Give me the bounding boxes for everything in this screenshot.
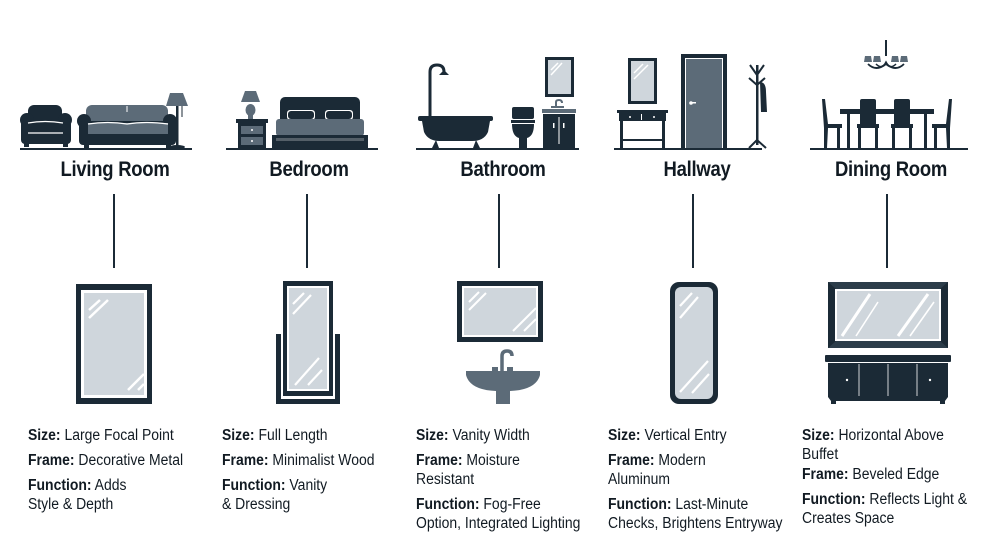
coat-rack-icon bbox=[748, 64, 767, 149]
room-column-bathroom: Bathroom Size: Vanity Width Frame: Moist… bbox=[406, 0, 600, 545]
spec-size: Size: Vertical Entry bbox=[608, 427, 727, 444]
bathroom-mirror bbox=[406, 272, 600, 408]
small-mirror-icon bbox=[545, 57, 574, 97]
vanity-cabinet-icon bbox=[542, 98, 576, 148]
floor-line bbox=[20, 148, 192, 150]
spec-function: Function: Fog-Free Option, Integrated Li… bbox=[416, 496, 581, 532]
spec-size: Size: Large Focal Point bbox=[28, 427, 174, 444]
connector-line bbox=[498, 194, 500, 268]
bathroom-scene bbox=[406, 40, 600, 152]
armchair-icon bbox=[20, 105, 72, 147]
dining-room-scene bbox=[794, 40, 988, 152]
vanity-mirror-with-sink-icon bbox=[457, 281, 543, 404]
spec-size: Size: Full Length bbox=[222, 427, 328, 444]
living-room-mirror bbox=[18, 272, 212, 408]
living-room-scene bbox=[18, 40, 212, 152]
floor-line bbox=[810, 148, 968, 150]
room-specs: Size: Large Focal Point Frame: Decorativ… bbox=[28, 426, 186, 520]
spec-frame: Frame: Decorative Metal bbox=[28, 452, 184, 469]
hallway-scene bbox=[600, 40, 794, 152]
standing-cheval-mirror-icon bbox=[276, 281, 340, 404]
dining-chairs-icon bbox=[822, 99, 952, 148]
spec-frame: Frame: Modern Aluminum bbox=[608, 452, 706, 488]
console-table-icon bbox=[617, 110, 668, 148]
room-title: Bathroom bbox=[460, 158, 546, 181]
chandelier-icon bbox=[864, 40, 908, 69]
bathtub-shower-icon bbox=[418, 63, 493, 148]
spec-size: Size: Horizontal Above Buffet bbox=[802, 427, 944, 463]
bedroom-mirror bbox=[212, 272, 406, 408]
dining-room-mirror bbox=[794, 272, 988, 408]
room-title: Hallway bbox=[663, 158, 731, 181]
hallway-mirror bbox=[600, 272, 794, 408]
connector-line bbox=[306, 194, 308, 268]
beveled-mirror-above-buffet-icon bbox=[825, 282, 951, 404]
toilet-icon bbox=[511, 107, 535, 148]
room-title: Dining Room bbox=[834, 158, 948, 181]
room-title: Bedroom bbox=[269, 158, 349, 181]
spec-function: Function: Vanity & Dressing bbox=[222, 477, 328, 513]
room-column-living-room: Living Room Size: Large Focal Point Fram… bbox=[18, 0, 212, 545]
spec-frame: Frame: Minimalist Wood bbox=[222, 452, 375, 469]
sofa-icon bbox=[77, 105, 177, 148]
door-icon bbox=[681, 54, 727, 148]
room-column-dining-room: Dining Room bbox=[794, 0, 988, 545]
tall-rounded-mirror-icon bbox=[670, 282, 718, 404]
connector-line bbox=[692, 194, 694, 268]
table-lamp-icon bbox=[241, 91, 260, 119]
spec-frame: Frame: Beveled Edge bbox=[802, 466, 940, 483]
nightstand-icon bbox=[236, 119, 268, 148]
connector-line bbox=[886, 194, 888, 268]
floor-line bbox=[416, 148, 579, 150]
wall-mirror-icon bbox=[628, 58, 657, 104]
spec-function: Function: Adds Style & Depth bbox=[28, 477, 127, 513]
floor-line bbox=[614, 148, 762, 150]
room-title: Living Room bbox=[60, 158, 170, 181]
floor-line bbox=[226, 148, 378, 150]
room-specs: Size: Vanity Width Frame: Moisture Resis… bbox=[416, 426, 580, 539]
room-specs: Size: Vertical Entry Frame: Modern Alumi… bbox=[608, 426, 782, 539]
dining-table-icon bbox=[840, 109, 934, 148]
rectangular-wall-mirror-icon bbox=[76, 284, 152, 404]
room-column-hallway: Hallway Size: Vertical Entry Frame: Mode… bbox=[600, 0, 794, 545]
bedroom-scene bbox=[212, 40, 406, 152]
spec-size: Size: Vanity Width bbox=[416, 427, 530, 444]
bed-icon bbox=[272, 97, 368, 148]
room-column-bedroom: Bedroom Size: Full Length Frame: Minimal… bbox=[212, 0, 406, 545]
room-specs: Size: Full Length Frame: Minimalist Wood… bbox=[222, 426, 380, 520]
room-specs: Size: Horizontal Above Buffet Frame: Bev… bbox=[802, 426, 967, 534]
spec-function: Function: Last-Minute Checks, Brightens … bbox=[608, 496, 783, 532]
connector-line bbox=[113, 194, 115, 268]
spec-function: Function: Reflects Light & Creates Space bbox=[802, 491, 968, 527]
spec-frame: Frame: Moisture Resistant bbox=[416, 452, 520, 488]
